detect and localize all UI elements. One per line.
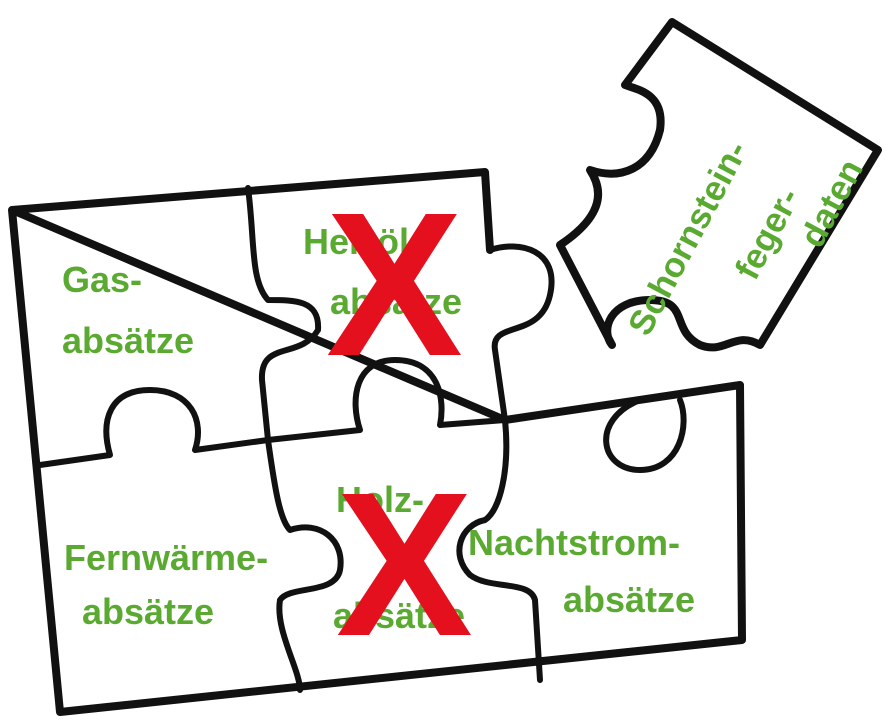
cross-mark-heizoel: X: [326, 170, 463, 399]
label-heizoel-line1: Heizöl-: [303, 221, 421, 262]
seam-heizoel-right: [482, 169, 555, 423]
label-holz-line2: absätze: [333, 595, 465, 636]
seam-fernwaerme-holz: [265, 437, 344, 693]
label-nachtstrom-line2: absätze: [563, 579, 695, 620]
label-fernwaerme-line1: Fernwärme-: [64, 537, 268, 578]
cross-mark-holz: X: [336, 450, 473, 679]
label-gas-line2: absätze: [62, 320, 194, 361]
seam-holz-nachtstrom: [456, 417, 543, 683]
seam-gas-heizoel: [245, 185, 322, 443]
label-heizoel-line2: absätze: [330, 281, 462, 322]
seam-nachtstrom-knob: [603, 397, 687, 473]
label-holz-line1: Holz-: [336, 479, 424, 520]
seam-heizoel-holz: [265, 357, 508, 443]
label-nachtstrom-line1: Nachtstrom-: [468, 522, 680, 563]
label-gas-line1: Gas-: [62, 259, 142, 300]
label-fernwaerme-line2: absätze: [82, 591, 214, 632]
seam-gas-fernwaerme: [37, 387, 271, 468]
piece-schornsteinfeger-outline: [556, 18, 882, 352]
